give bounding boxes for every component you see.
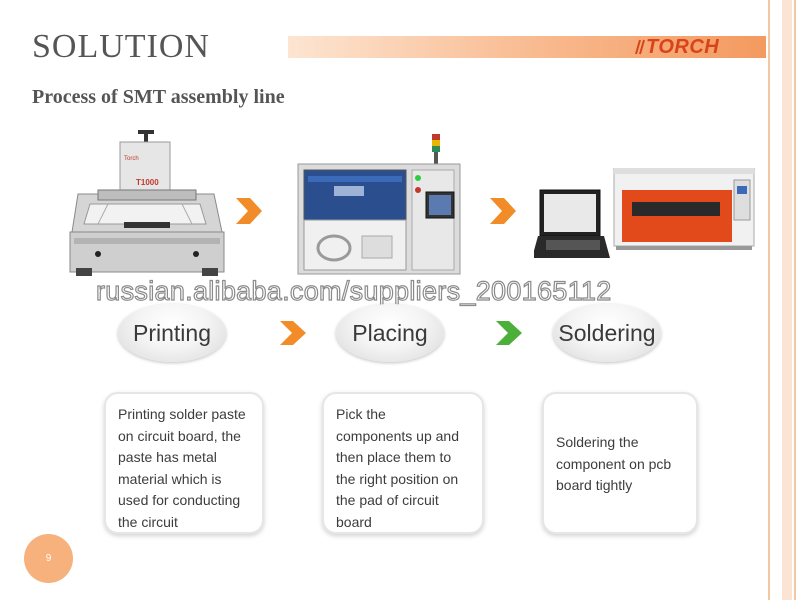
description-line: the right position on (336, 469, 470, 491)
brand-logo: TORCH (646, 36, 719, 59)
description-box-printing: Printing solder paste on circuit board, … (104, 392, 264, 534)
printer-model-label: T1000 (136, 178, 159, 187)
chevron-right-orange-icon (488, 196, 518, 226)
chevron-right-orange-icon (278, 319, 308, 347)
description-line: Pick the (336, 404, 470, 426)
pick-and-place-machine-image (294, 132, 462, 278)
slide-title: SOLUTION (32, 28, 210, 66)
slide-subtitle: Process of SMT assembly line (32, 86, 285, 109)
page-number-badge: 9 (24, 534, 73, 583)
torch-logo-icon (634, 38, 646, 56)
step-bubble-placing: Placing (336, 304, 444, 362)
description-line: board tightly (556, 475, 684, 497)
description-line: on circuit board, the (118, 426, 250, 448)
description-line: material which is (118, 469, 250, 491)
description-line: Printing solder paste (118, 404, 250, 426)
step-bubble-printing: Printing (118, 304, 226, 362)
description-box-placing: Pick the components up and then place th… (322, 392, 484, 534)
slide-edge-line (768, 0, 770, 600)
description-line: component on pcb (556, 454, 684, 476)
watermark: russian.alibaba.com/suppliers_200165112 (96, 276, 612, 307)
slide-edge-line (794, 0, 796, 600)
description-line: used for conducting (118, 490, 250, 512)
description-line: the circuit (118, 512, 250, 534)
description-line: the pad of circuit (336, 490, 470, 512)
chevron-right-green-icon (494, 319, 524, 347)
reflow-oven-and-laptop-image (534, 168, 756, 270)
chevron-right-orange-icon (234, 196, 264, 226)
description-line: board (336, 512, 470, 534)
stencil-printer-image: Torch T1000 (68, 128, 226, 278)
description-line: Soldering the (556, 432, 684, 454)
description-line: paste has metal (118, 447, 250, 469)
description-line: components up and (336, 426, 470, 448)
description-box-soldering: Soldering the component on pcb board tig… (542, 392, 698, 534)
description-line: then place them to (336, 447, 470, 469)
step-bubble-soldering: Soldering (553, 304, 661, 362)
slide-edge-band (782, 0, 792, 600)
printer-brand: Torch (124, 156, 139, 162)
